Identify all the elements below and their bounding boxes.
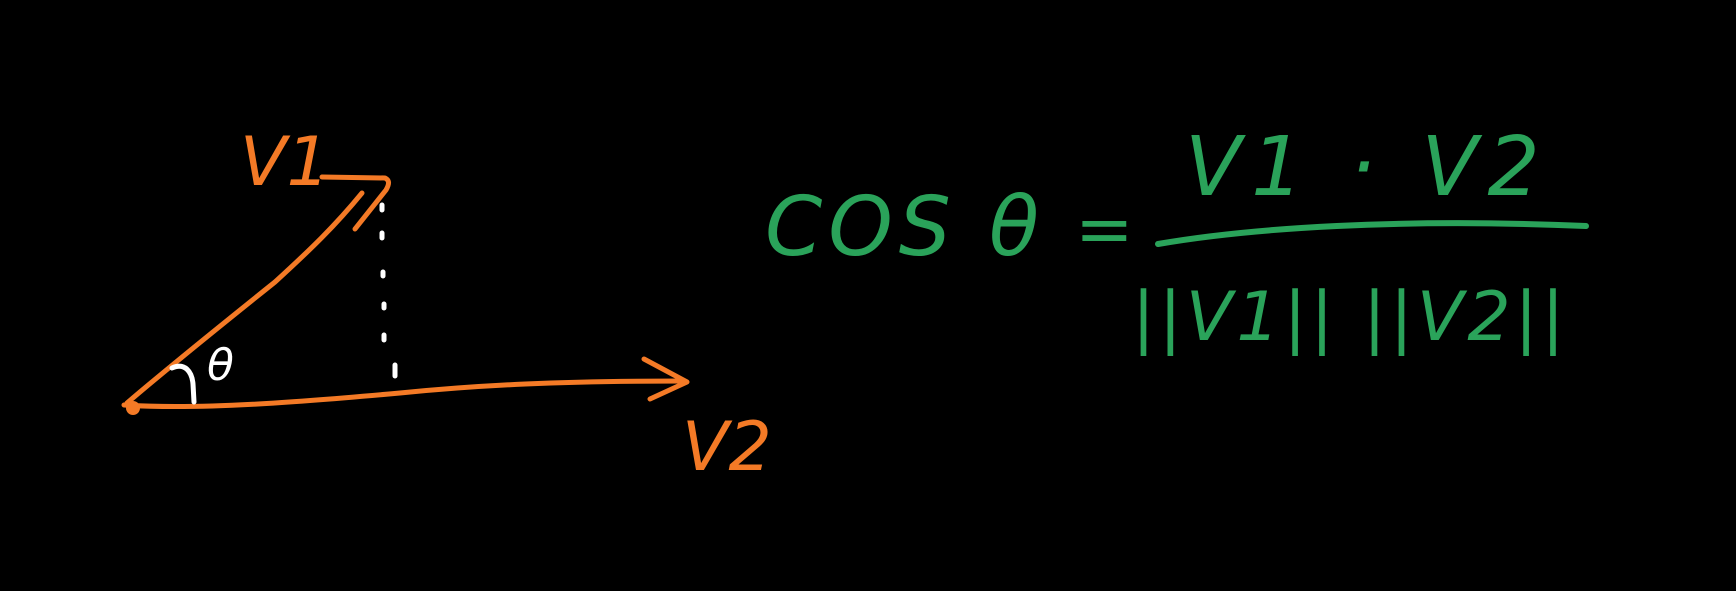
formula-numerator: V1 · V2 — [1185, 120, 1550, 215]
vector-v1 — [124, 174, 391, 406]
vector-v2-shaft — [121, 378, 686, 410]
v1-label: V1 — [240, 123, 330, 202]
fraction-bar — [1155, 220, 1589, 247]
formula-equals: = — [1075, 188, 1134, 270]
origin-point — [126, 401, 140, 415]
vector-v1-arrowhead — [319, 174, 391, 232]
v2-label: V2 — [682, 408, 772, 487]
angle-label: θ — [207, 340, 234, 391]
projection-dotted-line — [379, 202, 398, 379]
angle-arc — [169, 363, 197, 405]
vector-v1-shaft — [124, 190, 365, 406]
cosine-formula: COS θ = V1 · V2 ||V1|| ||V2|| — [765, 120, 1589, 357]
formula-lhs: COS θ — [765, 180, 1045, 275]
vector-v2-arrowhead — [641, 356, 690, 402]
vector-v2 — [121, 356, 690, 410]
formula-denominator: ||V1|| ||V2|| — [1132, 278, 1568, 357]
